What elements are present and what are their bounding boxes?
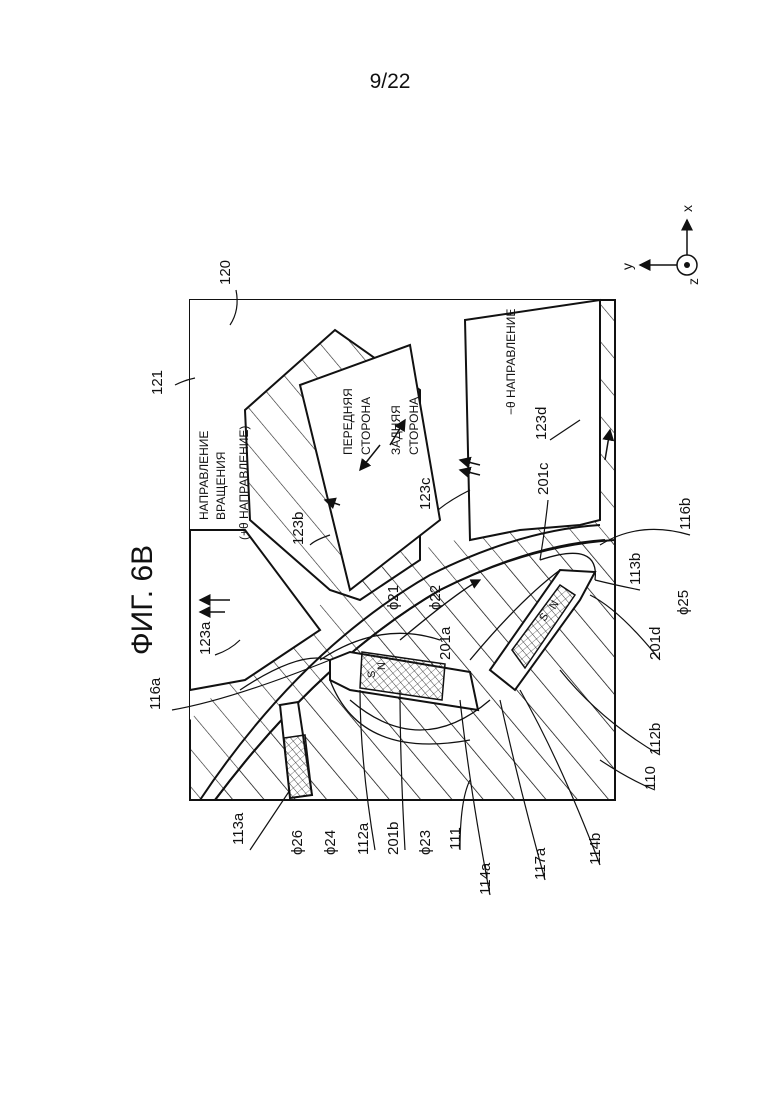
ref-112b: 112b — [647, 723, 664, 755]
front-side-line2: СТОРОНА — [359, 397, 373, 455]
flux-phi22: ϕ22 — [427, 585, 444, 610]
ref-123a: 123a — [197, 621, 214, 655]
ref-111: 111 — [447, 827, 464, 850]
axis-x-label: x — [679, 205, 695, 212]
flux-phi24: ϕ24 — [322, 830, 339, 855]
figure-title: ФИГ. 6В — [126, 545, 159, 655]
axis-indicator: x y z — [619, 205, 701, 285]
ref-112a: 112a — [355, 822, 372, 855]
ref-123c: 123c — [417, 477, 434, 510]
ref-201a: 201a — [437, 626, 454, 660]
rotation-direction-line1: НАПРАВЛЕНИЕ — [197, 431, 211, 520]
rear-side-line2: СТОРОНА — [407, 397, 421, 455]
ref-116b: 116b — [677, 498, 694, 530]
pole-s-112a: S — [366, 671, 378, 678]
pole-n-112a: N — [376, 662, 388, 670]
axis-y-label: y — [619, 263, 635, 270]
ref-113b: 113b — [627, 553, 644, 585]
rotation-direction-line2: ВРАЩЕНИЯ — [214, 452, 228, 520]
ref-123d: 123d — [533, 407, 550, 440]
ref-113a: 113a — [230, 812, 247, 845]
ref-114a: 114a — [477, 862, 494, 895]
flux-phi25: ϕ25 — [675, 590, 692, 615]
ref-201b: 201b — [385, 822, 402, 855]
minus-theta-direction: −θ НАПРАВЛЕНИЕ — [504, 309, 518, 415]
ref-120: 120 — [217, 260, 234, 285]
flux-phi26: ϕ26 — [289, 830, 306, 855]
plus-theta-direction: (+θ НАПРАВЛЕНИЕ) — [237, 426, 251, 540]
ref-123b: 123b — [290, 512, 307, 545]
flux-phi23: ϕ23 — [417, 830, 434, 855]
axis-z-label: z — [685, 278, 701, 285]
ref-201c: 201c — [535, 462, 552, 495]
ref-121: 121 — [149, 370, 166, 395]
ref-116a: 116a — [147, 677, 164, 710]
ref-110: 110 — [642, 766, 659, 790]
rear-side-line1: ЗАДНЯЯ — [389, 405, 403, 455]
front-side-line1: ПЕРЕДНЯЯ — [341, 388, 355, 455]
flux-phi21: ϕ21 — [385, 585, 402, 610]
